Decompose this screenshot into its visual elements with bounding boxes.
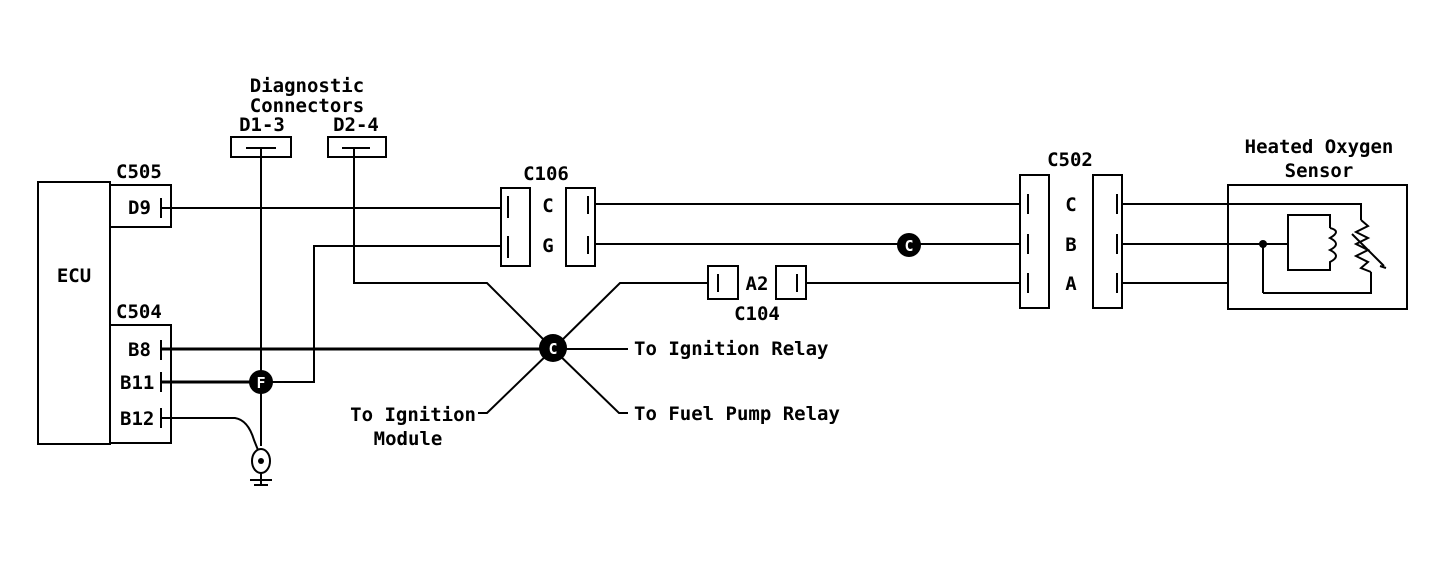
diagnostic-title-line1: Diagnostic [250,75,364,97]
connector-c505: C505 D9 [109,161,172,228]
splice-f: F [249,370,273,394]
connector-c104: A2 C104 [707,265,807,325]
diagnostic-d2-4-label: D2-4 [333,114,379,136]
c106-pin-c: C [542,195,553,217]
c505-label: C505 [116,161,162,183]
ecu-module: ECU [37,181,111,445]
diagnostic-title-line2: Connectors [250,95,364,117]
to-ignition-module-label-line2: Module [374,428,443,450]
c504-pin-b12: B12 [120,408,154,430]
wires [161,148,1228,451]
c504-pin-b8: B8 [128,339,151,361]
sensor-label-line1: Heated Oxygen [1245,136,1394,158]
to-ignition-module-label-line1: To Ignition [350,404,476,426]
ecu-label: ECU [57,265,91,287]
splice-f-label: F [256,374,265,392]
diagnostic-connectors: Diagnostic Connectors D1-3 D2-4 [230,75,387,158]
c502-pin-b: B [1065,234,1076,256]
to-fuel-pump-relay-label: To Fuel Pump Relay [634,403,840,425]
connector-c504: C504 B8 B11 B12 [109,301,172,444]
c104-label: C104 [734,303,780,325]
c505-pin-d9: D9 [128,197,151,219]
diagnostic-d1-3-label: D1-3 [239,114,285,136]
ground-symbol [250,448,272,486]
heated-oxygen-sensor: Heated Oxygen Sensor [1227,136,1408,310]
c504-pin-b11: B11 [120,372,154,394]
splice-c-right-label: C [904,237,913,255]
c106-label: C106 [523,163,569,185]
c502-pin-a: A [1065,273,1077,295]
connector-c502: C502 C B A [1019,149,1123,309]
c104-pin-a2: A2 [746,273,769,295]
c502-label: C502 [1047,149,1093,171]
sensor-label-line2: Sensor [1285,160,1354,182]
splice-c-right: C [897,233,921,257]
splice-c-main-label: C [548,340,557,358]
splice-c-main: C [539,334,567,362]
to-ignition-relay-label: To Ignition Relay [634,338,828,360]
c504-label: C504 [116,301,162,323]
connector-c106: C106 C G [500,163,596,267]
c106-pin-g: G [542,235,553,257]
c502-pin-c: C [1065,194,1076,216]
